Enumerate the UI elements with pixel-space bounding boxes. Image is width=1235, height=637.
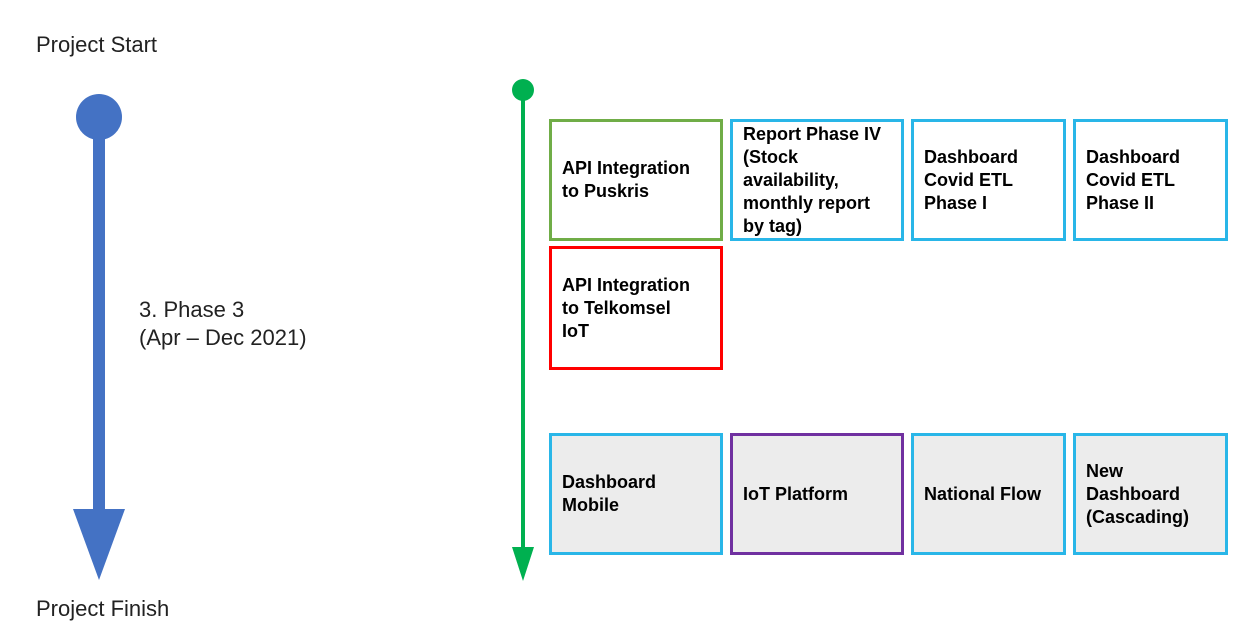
- task-box-text: National Flow: [924, 483, 1041, 504]
- task-box: IoT Platform: [730, 433, 904, 555]
- task-box-text: IoT Platform: [743, 483, 849, 504]
- timeline-arrow-shaft: [521, 90, 525, 550]
- project-start-label: Project Start: [36, 32, 158, 57]
- phase-arrow-shaft: [93, 117, 105, 517]
- phase-title: 3. Phase 3: [139, 297, 245, 322]
- phase-label: 3. Phase 3 (Apr – Dec 2021): [139, 296, 307, 352]
- timeline-arrow-head: [512, 547, 534, 581]
- task-box: National Flow: [911, 433, 1066, 555]
- phase-date-range: (Apr – Dec 2021): [139, 325, 307, 350]
- phase-arrow-head: [73, 509, 125, 580]
- project-finish-label: Project Finish: [36, 596, 170, 621]
